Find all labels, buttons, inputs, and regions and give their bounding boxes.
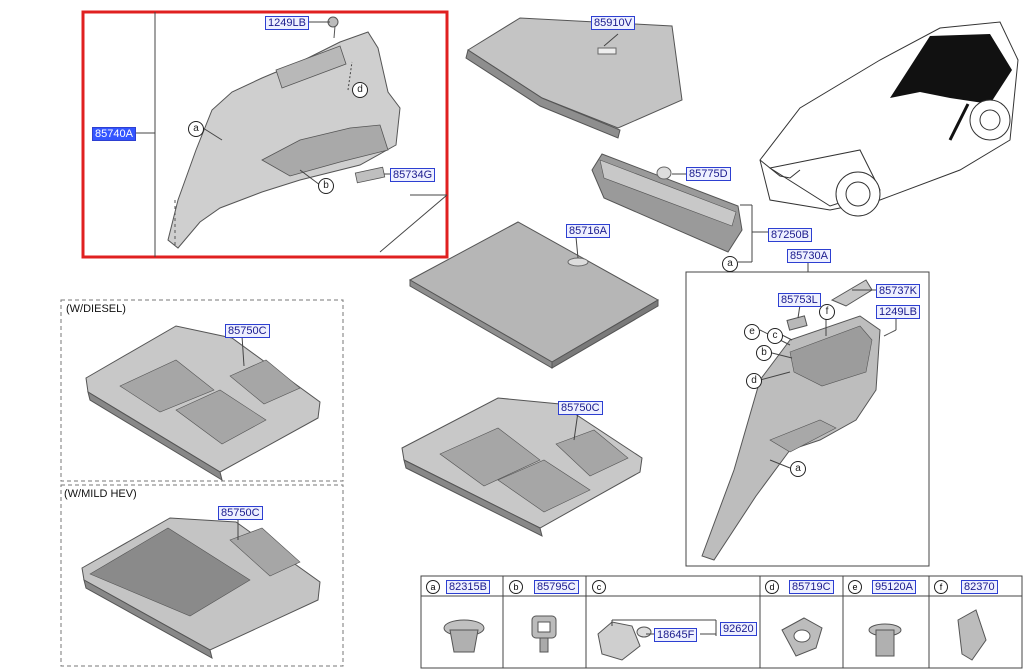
part-label-92620[interactable]: 92620: [720, 622, 757, 636]
trim-plate: [786, 315, 808, 331]
part-label-85730A[interactable]: 85730A: [787, 249, 831, 263]
quarter-trim-panel-left: [167, 16, 401, 249]
cargo-cover: [465, 17, 683, 139]
trim-pad: [830, 279, 873, 307]
legend-part-b[interactable]: 85795C: [534, 580, 579, 594]
callout-b-left: b: [318, 178, 334, 194]
callout-a-right: a: [790, 461, 806, 477]
part-label-87250B[interactable]: 87250B: [768, 228, 812, 242]
legend-key-f: f: [934, 580, 948, 594]
clip-icon: [443, 619, 485, 653]
legend-part-e[interactable]: 95120A: [872, 580, 916, 594]
part-label-85910V[interactable]: 85910V: [591, 16, 635, 30]
part-label-1249LB-top[interactable]: 1249LB: [265, 16, 309, 30]
clip-icon: [957, 609, 987, 661]
legend-key-a: a: [426, 580, 440, 594]
quarter-trim-panel-right: [701, 315, 897, 561]
variant-note-hev: (W/MILD HEV): [64, 488, 137, 500]
tray-diesel: [85, 325, 321, 482]
variant-box-diesel: [60, 299, 344, 482]
callout-f-right: f: [819, 304, 835, 320]
part-label-85750C-center[interactable]: 85750C: [558, 401, 603, 415]
clip-icon: [531, 615, 557, 653]
part-label-85750C-hev[interactable]: 85750C: [218, 506, 263, 520]
legend-key-e: e: [848, 580, 862, 594]
clip-icon: [868, 623, 902, 657]
luggage-board: [408, 221, 660, 369]
legend-part-f[interactable]: 82370: [961, 580, 998, 594]
variant-box-hev: [60, 484, 344, 667]
highlight-frame: [81, 10, 449, 259]
legend-key-b: b: [509, 580, 523, 594]
callout-b-right: b: [756, 345, 772, 361]
luggage-sill-trim: [591, 153, 743, 253]
variant-note-diesel: (W/DIESEL): [66, 303, 126, 315]
part-label-85750C-diesel[interactable]: 85750C: [225, 324, 270, 338]
part-label-85737K[interactable]: 85737K: [876, 284, 920, 298]
tray-center: [401, 397, 643, 537]
part-label-85775D[interactable]: 85775D: [686, 167, 731, 181]
legend-part-d[interactable]: 85719C: [789, 580, 834, 594]
part-label-1249LB-right[interactable]: 1249LB: [876, 305, 920, 319]
callout-d-left: d: [352, 82, 368, 98]
part-label-85716A[interactable]: 85716A: [566, 224, 610, 238]
part-label-85734G[interactable]: 85734G: [390, 168, 436, 182]
callout-d-right: d: [746, 373, 762, 389]
callout-a-left: a: [188, 121, 204, 137]
callout-a-sill: a: [722, 256, 738, 272]
clip-icon: [597, 619, 717, 661]
vehicle-outline-icon: [759, 21, 1019, 217]
part-label-18645F[interactable]: 18645F: [654, 628, 698, 642]
part-label-85740A[interactable]: 85740A: [92, 127, 136, 141]
clip-icon: [781, 617, 823, 657]
callout-c-right: c: [767, 328, 783, 344]
callout-e-right: e: [744, 324, 760, 340]
part-label-85753L[interactable]: 85753L: [778, 293, 821, 307]
legend-key-c: c: [592, 580, 606, 594]
tray-hev: [81, 517, 321, 659]
legend-part-a[interactable]: 82315B: [446, 580, 490, 594]
legend-key-d: d: [765, 580, 779, 594]
